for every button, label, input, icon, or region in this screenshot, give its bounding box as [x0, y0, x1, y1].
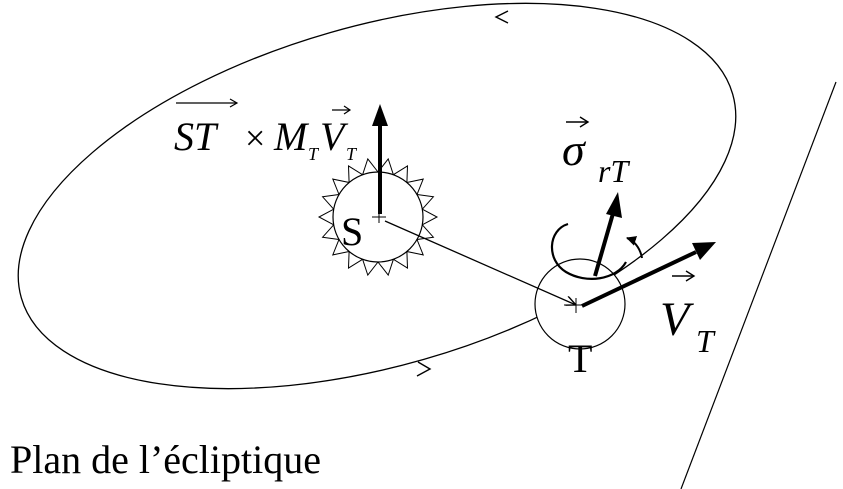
orbit-arrow-bottom [416, 361, 432, 377]
sigma-label: σ rT [562, 116, 630, 189]
ecliptic-plane-label: Plan de l’écliptique [10, 437, 322, 482]
sun-rays [317, 157, 439, 277]
moment-times: × [245, 118, 265, 158]
earth-label: T [568, 336, 592, 381]
moment-v-sub: T [346, 144, 358, 164]
orbit-ellipse [17, 2, 737, 390]
sun-label: S [341, 209, 363, 254]
moment-m-sub: T [308, 144, 320, 164]
sun-ray [421, 208, 439, 226]
v-overline-head [343, 105, 352, 115]
velocity-label: V T [660, 270, 716, 359]
velocity-vector-head [692, 242, 716, 260]
sigma-sub: rT [598, 153, 630, 189]
rotation-loop [550, 222, 627, 280]
angular-momentum-arrow-head [372, 104, 388, 126]
velocity-overline-head [685, 270, 696, 282]
earth-disk [534, 258, 626, 350]
vector-st [384, 220, 576, 305]
orbit-arrow-top [494, 10, 509, 24]
rotation-loop-arrow [626, 236, 643, 259]
spin-vector-shaft [593, 209, 616, 277]
moment-v: V [320, 114, 349, 159]
velocity-sub: T [696, 323, 716, 359]
sun-ray [317, 208, 335, 226]
moment-st: ST [174, 114, 219, 159]
sigma-overline-head [579, 116, 590, 128]
sigma-symbol: σ [562, 124, 587, 175]
moment-formula: ST × M T V T [174, 98, 358, 164]
st-overline-head [229, 98, 239, 108]
spin-vector-head [606, 192, 622, 218]
moment-m: M [273, 114, 310, 159]
velocity-vector-shaft [581, 250, 697, 308]
ecliptic-plane-line [680, 81, 837, 489]
velocity-symbol: V [660, 293, 694, 346]
